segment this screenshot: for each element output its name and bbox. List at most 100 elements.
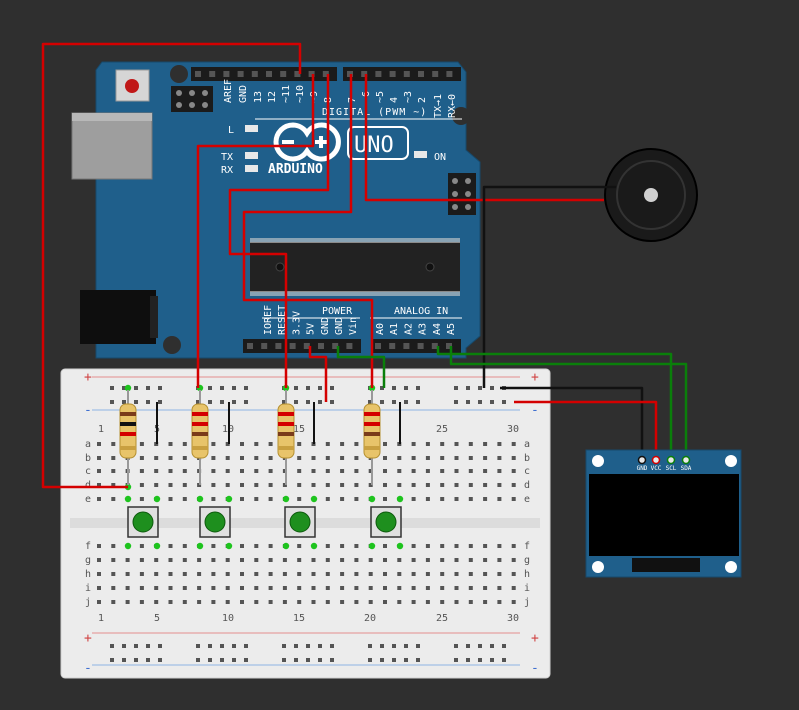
wire-red-pin10-to-button1[interactable] — [41, 42, 302, 489]
breadboard-hole[interactable] — [168, 483, 173, 487]
rail-hole[interactable] — [158, 386, 162, 390]
breadboard-hole[interactable] — [383, 442, 387, 446]
breadboard-hole[interactable] — [511, 469, 516, 473]
breadboard-hole[interactable] — [139, 558, 144, 562]
rail-hole[interactable] — [318, 644, 322, 648]
header-pin[interactable] — [303, 343, 310, 349]
breadboard-hole[interactable] — [383, 497, 387, 501]
rail-hole[interactable] — [454, 400, 458, 404]
breadboard-hole[interactable] — [240, 586, 244, 590]
rail-hole[interactable] — [454, 658, 458, 662]
rail-hole[interactable] — [404, 386, 408, 390]
rail-hole[interactable] — [232, 658, 236, 662]
breadboard-hole[interactable] — [297, 600, 302, 604]
breadboard-hole[interactable] — [340, 483, 345, 487]
breadboard-hole[interactable] — [97, 456, 101, 460]
breadboard-hole[interactable] — [368, 483, 373, 487]
breadboard-hole[interactable] — [454, 497, 459, 501]
rail-hole[interactable] — [392, 386, 396, 390]
breadboard-hole[interactable] — [354, 497, 359, 501]
rail-hole[interactable] — [330, 644, 334, 648]
breadboard-hole[interactable] — [497, 544, 502, 548]
breadboard-hole[interactable] — [425, 586, 430, 590]
rail-hole[interactable] — [196, 658, 200, 662]
breadboard-hole[interactable] — [368, 558, 373, 562]
breadboard-hole[interactable] — [325, 600, 330, 604]
breadboard-hole[interactable] — [468, 558, 473, 562]
breadboard-hole[interactable] — [497, 586, 502, 590]
breadboard-hole[interactable] — [425, 572, 430, 576]
breadboard-hole[interactable] — [440, 497, 445, 501]
rail-hole[interactable] — [208, 644, 212, 648]
breadboard-hole[interactable] — [225, 558, 230, 562]
header-pin[interactable] — [266, 71, 272, 77]
breadboard-hole[interactable] — [425, 456, 430, 460]
breadboard-hole[interactable] — [354, 600, 359, 604]
breadboard-hole[interactable] — [240, 469, 244, 473]
rail-hole[interactable] — [368, 400, 372, 404]
rail-hole[interactable] — [158, 644, 162, 648]
breadboard-hole[interactable] — [383, 469, 387, 473]
rail-hole[interactable] — [244, 658, 248, 662]
rail-hole[interactable] — [404, 644, 408, 648]
rail-hole[interactable] — [416, 644, 420, 648]
breadboard-hole[interactable] — [297, 456, 302, 460]
breadboard-hole[interactable] — [468, 586, 473, 590]
breadboard-hole[interactable] — [139, 483, 144, 487]
breadboard-hole[interactable] — [454, 572, 459, 576]
breadboard-hole[interactable] — [440, 586, 445, 590]
breadboard-hole[interactable] — [354, 483, 359, 487]
header-pin[interactable] — [261, 343, 268, 349]
breadboard-hole[interactable] — [440, 442, 445, 446]
breadboard-hole[interactable] — [340, 586, 345, 590]
breadboard-hole[interactable] — [240, 600, 244, 604]
breadboard-hole[interactable] — [354, 544, 359, 548]
breadboard-hole[interactable] — [182, 544, 187, 548]
breadboard-hole[interactable] — [511, 572, 516, 576]
header-pin[interactable] — [361, 71, 368, 77]
breadboard-hole[interactable] — [383, 456, 387, 460]
rail-hole[interactable] — [294, 386, 298, 390]
rail-hole[interactable] — [502, 644, 506, 648]
breadboard-hole[interactable] — [240, 442, 244, 446]
rail-hole[interactable] — [306, 644, 310, 648]
breadboard-hole[interactable] — [97, 600, 101, 604]
breadboard-hole[interactable] — [368, 586, 373, 590]
breadboard-hole[interactable] — [168, 497, 173, 501]
rail-hole[interactable] — [454, 644, 458, 648]
breadboard-hole[interactable] — [440, 469, 445, 473]
breadboard-hole[interactable] — [440, 544, 445, 548]
breadboard-hole[interactable] — [454, 469, 459, 473]
breadboard-hole[interactable] — [240, 544, 244, 548]
breadboard-hole[interactable] — [497, 600, 502, 604]
breadboard-hole[interactable] — [468, 544, 473, 548]
breadboard-hole[interactable] — [182, 497, 187, 501]
breadboard-hole[interactable] — [483, 456, 488, 460]
breadboard-hole[interactable] — [425, 442, 430, 446]
breadboard-hole[interactable] — [483, 572, 488, 576]
reset-button[interactable] — [115, 69, 150, 102]
header-pin[interactable] — [275, 343, 282, 349]
breadboard-hole[interactable] — [425, 497, 430, 501]
rail-hole[interactable] — [282, 644, 286, 648]
wire-red-pin6-to-buzzer[interactable] — [364, 74, 604, 202]
breadboard-hole[interactable] — [240, 572, 244, 576]
breadboard-hole[interactable] — [111, 497, 116, 501]
breadboard-hole[interactable] — [397, 483, 402, 487]
breadboard-hole[interactable] — [340, 600, 345, 604]
breadboard-hole[interactable] — [268, 572, 273, 576]
breadboard-hole[interactable] — [440, 600, 445, 604]
breadboard-hole[interactable] — [440, 483, 445, 487]
rail-hole[interactable] — [196, 400, 200, 404]
rail-hole[interactable] — [220, 400, 224, 404]
rail-hole[interactable] — [146, 400, 150, 404]
breadboard-hole[interactable] — [211, 544, 216, 548]
rail-hole[interactable] — [368, 658, 372, 662]
breadboard-hole[interactable] — [297, 572, 302, 576]
wire-black-oled-gnd[interactable] — [500, 386, 644, 460]
breadboard-hole[interactable] — [383, 544, 387, 548]
breadboard-hole[interactable] — [454, 442, 459, 446]
breadboard-hole[interactable] — [225, 600, 230, 604]
rail-hole[interactable] — [478, 386, 482, 390]
wire-red-pin8-to-button3[interactable] — [228, 74, 330, 388]
